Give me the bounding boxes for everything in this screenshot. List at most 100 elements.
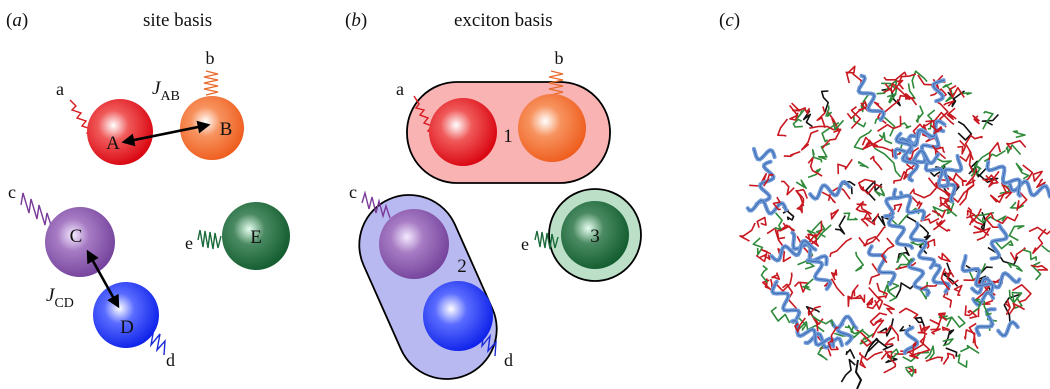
pigment-stick [795,179,807,190]
pigment-stick [985,170,1000,188]
pigment-stick [739,222,756,242]
pigment-stick [946,315,966,328]
pigment-stick [926,238,936,249]
pigment-stick [786,214,795,221]
protein-helix-edge [1009,180,1050,197]
pigment-stick [883,71,907,81]
pigment-stick [763,173,774,187]
pigment-stick [821,191,836,204]
exciton-mode-label-a: a [396,79,404,99]
pigment-stick [941,326,951,332]
pigment-stick [908,188,925,205]
pigment-stick [884,336,896,346]
pigment-stick [869,312,888,327]
pigment-stick [1006,139,1027,150]
pigment-D [93,282,159,348]
pigment-stick [920,284,938,291]
pigment-stick [973,227,991,242]
protein-helix-edge [986,161,1021,197]
pigment-stick [752,237,764,256]
pigment-stick [896,258,914,270]
pigment-stick [985,212,1001,228]
pigment-stick [924,345,935,360]
pigment-stick [771,272,781,281]
pigment-stick [860,91,871,113]
exciton-label-3: 3 [590,226,600,247]
pigment-stick [882,284,900,296]
pigment-stick [859,355,867,369]
pigment-stick [944,271,955,278]
pigment-stick [843,212,858,221]
pigment-stick [953,284,963,297]
pigment-stick [816,106,826,128]
pigment-stick [772,196,781,211]
pigment-stick [811,149,823,163]
pigment-stick [968,208,982,226]
pigment-stick [779,224,797,237]
pigment-stick [807,168,821,179]
coupling-label-AB: JAB [152,78,180,104]
pigment-stick [968,160,980,176]
exciton-pigment-A [429,98,497,166]
protein-helix-edge [997,321,1019,337]
pigment-stick [931,209,947,219]
pigment-stick [972,298,982,313]
pigment-stick [965,144,975,174]
pigment-stick [864,337,880,358]
pigment-stick [846,106,867,120]
pigment-stick [782,283,798,310]
pigment-stick [788,104,799,121]
pigment-stick [766,227,784,246]
pigment-stick [1030,264,1049,271]
pigment-stick [845,65,856,84]
protein-helix-edge [971,272,1020,294]
pigment-stick [983,149,1006,163]
pigment-stick [946,269,959,285]
pigment-stick [898,307,919,319]
pigment-stick [853,129,873,151]
pigment-stick [755,249,772,263]
pigment-stick [940,268,951,291]
pigment-stick [878,132,893,145]
pigment-stick [916,336,931,355]
pigment-stick [996,213,1019,225]
protein-helix-edge [939,155,962,187]
pigment-stick [896,246,910,263]
pigment-label-E: E [250,227,262,248]
exciton-pigment-D [423,281,493,351]
pigment-label-D: D [120,317,134,338]
protein-helix-edge [753,148,776,161]
pigment-stick [800,129,819,151]
pigment-stick [1015,162,1030,180]
pigment-stick [1005,144,1022,156]
pigment-stick [850,106,862,130]
pigment-stick [965,168,978,186]
pigment-stick [823,278,845,297]
pigment-stick [967,207,984,226]
pigment-stick [850,284,859,300]
protein-helix-edge [747,199,787,214]
pigment-stick [830,269,838,281]
mode-label-a: a [56,79,64,99]
protein-helix-edge [910,222,935,269]
pigment-stick [817,345,828,361]
pigment-stick [877,115,902,132]
pigment-stick [963,329,976,344]
mode-spring-c [20,192,53,229]
mode-label-c: c [8,182,16,202]
pigment-stick [862,138,883,150]
pigment-stick [876,282,888,299]
pigment-stick [837,158,853,175]
pigment-stick [899,122,912,129]
pigment-stick [829,237,853,257]
pigment-stick [1041,245,1050,253]
pigment-stick [1032,170,1043,182]
pigment-stick [825,105,832,118]
protein-helix-edge [805,333,843,349]
pigment-stick [830,326,839,343]
pigment-E [222,202,290,270]
pigment-stick [820,90,829,114]
pigment-stick [942,338,954,347]
protein-helix-edge [991,224,1008,260]
